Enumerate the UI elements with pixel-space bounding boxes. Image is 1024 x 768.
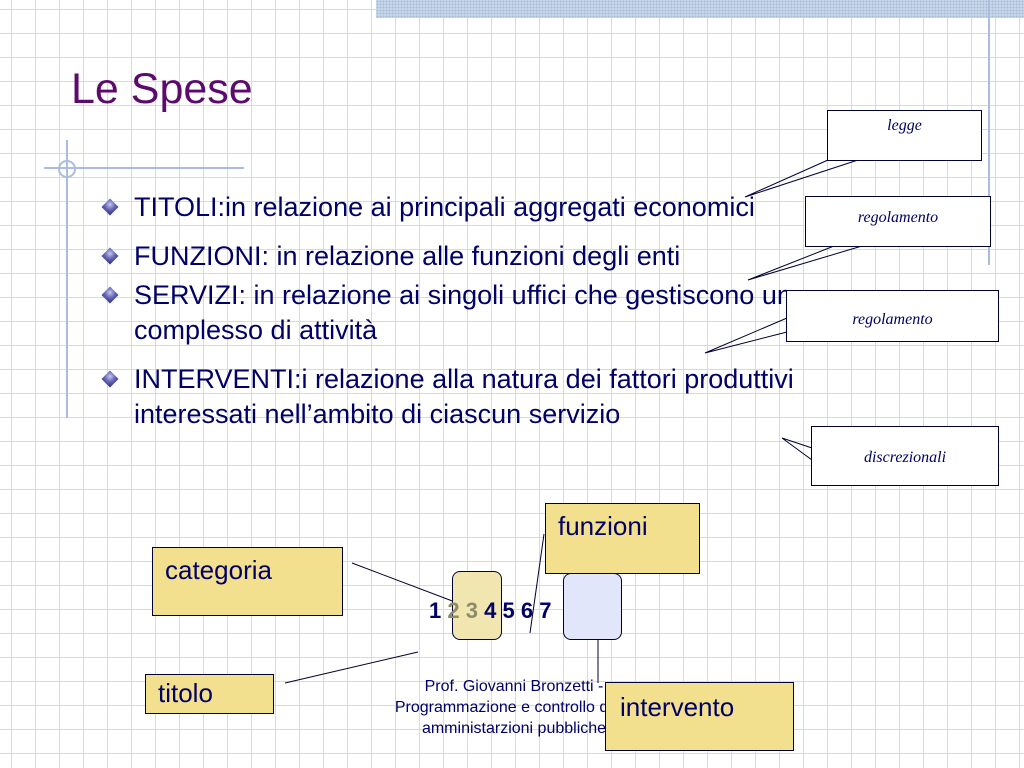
decorative-circle bbox=[58, 160, 76, 178]
diamond-bullet-icon bbox=[101, 286, 119, 304]
bullet-item-funzioni: FUNZIONI: in relazione alle funzioni deg… bbox=[100, 239, 820, 274]
decorative-vertical-line-right bbox=[988, 0, 990, 265]
code-digit: 4 bbox=[484, 598, 497, 623]
callout-legge: legge bbox=[827, 110, 982, 161]
bullet-text: INTERVENTI:i relazione alla natura dei f… bbox=[134, 364, 794, 429]
callout-regolamento-text: regolamento bbox=[852, 311, 933, 328]
code-digit: 2 bbox=[447, 598, 460, 623]
code-digit: 7 bbox=[539, 598, 552, 623]
code-digit: 3 bbox=[465, 598, 478, 623]
highlight-categoria-digits bbox=[452, 571, 502, 640]
classification-code: 1 2 3 4 5 6 7 bbox=[429, 598, 552, 624]
callout-regolamento-text: regolamento bbox=[857, 209, 939, 226]
slide-title: Le Spese bbox=[71, 65, 253, 113]
bullet-text: TITOLI:in relazione ai principali aggreg… bbox=[134, 192, 755, 222]
diamond-bullet-icon bbox=[101, 198, 119, 216]
highlight-intervento-digits bbox=[563, 573, 622, 640]
label-intervento: intervento bbox=[605, 682, 794, 751]
callout-regolamento-servizi: regolamento bbox=[786, 290, 999, 342]
bullet-item-interventi: INTERVENTI:i relazione alla natura dei f… bbox=[100, 362, 820, 432]
diamond-bullet-icon bbox=[101, 370, 119, 388]
footer-line: amministarzioni pubbliche bbox=[421, 720, 607, 737]
footer-line: Programmazione e controllo delle bbox=[394, 699, 634, 716]
bullet-item-titoli: TITOLI:in relazione ai principali aggreg… bbox=[100, 190, 820, 225]
label-categoria: categoria bbox=[152, 547, 343, 616]
decorative-horizontal-line bbox=[44, 167, 244, 169]
slide-footer: Prof. Giovanni Bronzetti - Programmazion… bbox=[358, 676, 670, 739]
code-digit: 1 bbox=[429, 598, 442, 623]
bullet-text: FUNZIONI: in relazione alle funzioni deg… bbox=[134, 241, 681, 271]
categoria-connector bbox=[351, 562, 456, 603]
callout-discrezionali: discrezionali bbox=[811, 426, 999, 486]
diamond-bullet-icon bbox=[101, 247, 119, 265]
code-digit: 6 bbox=[520, 598, 534, 623]
label-titolo: titolo bbox=[145, 674, 274, 714]
bullet-item-servizi: SERVIZI: in relazione ai singoli uffici … bbox=[100, 278, 820, 348]
footer-line: Prof. Giovanni Bronzetti - bbox=[424, 678, 604, 695]
callout-discrezionali-text: discrezionali bbox=[863, 449, 947, 466]
callout-legge-text: legge bbox=[887, 117, 922, 134]
header-band bbox=[376, 0, 1024, 18]
label-funzioni: funzioni bbox=[545, 503, 700, 574]
bullet-text: SERVIZI: in relazione ai singoli uffici … bbox=[134, 280, 792, 345]
callout-regolamento-funzioni: regolamento bbox=[805, 196, 991, 247]
decorative-vertical-line bbox=[66, 140, 68, 418]
code-digit: 5 bbox=[502, 598, 515, 623]
bullet-list: TITOLI:in relazione ai principali aggreg… bbox=[100, 190, 820, 446]
